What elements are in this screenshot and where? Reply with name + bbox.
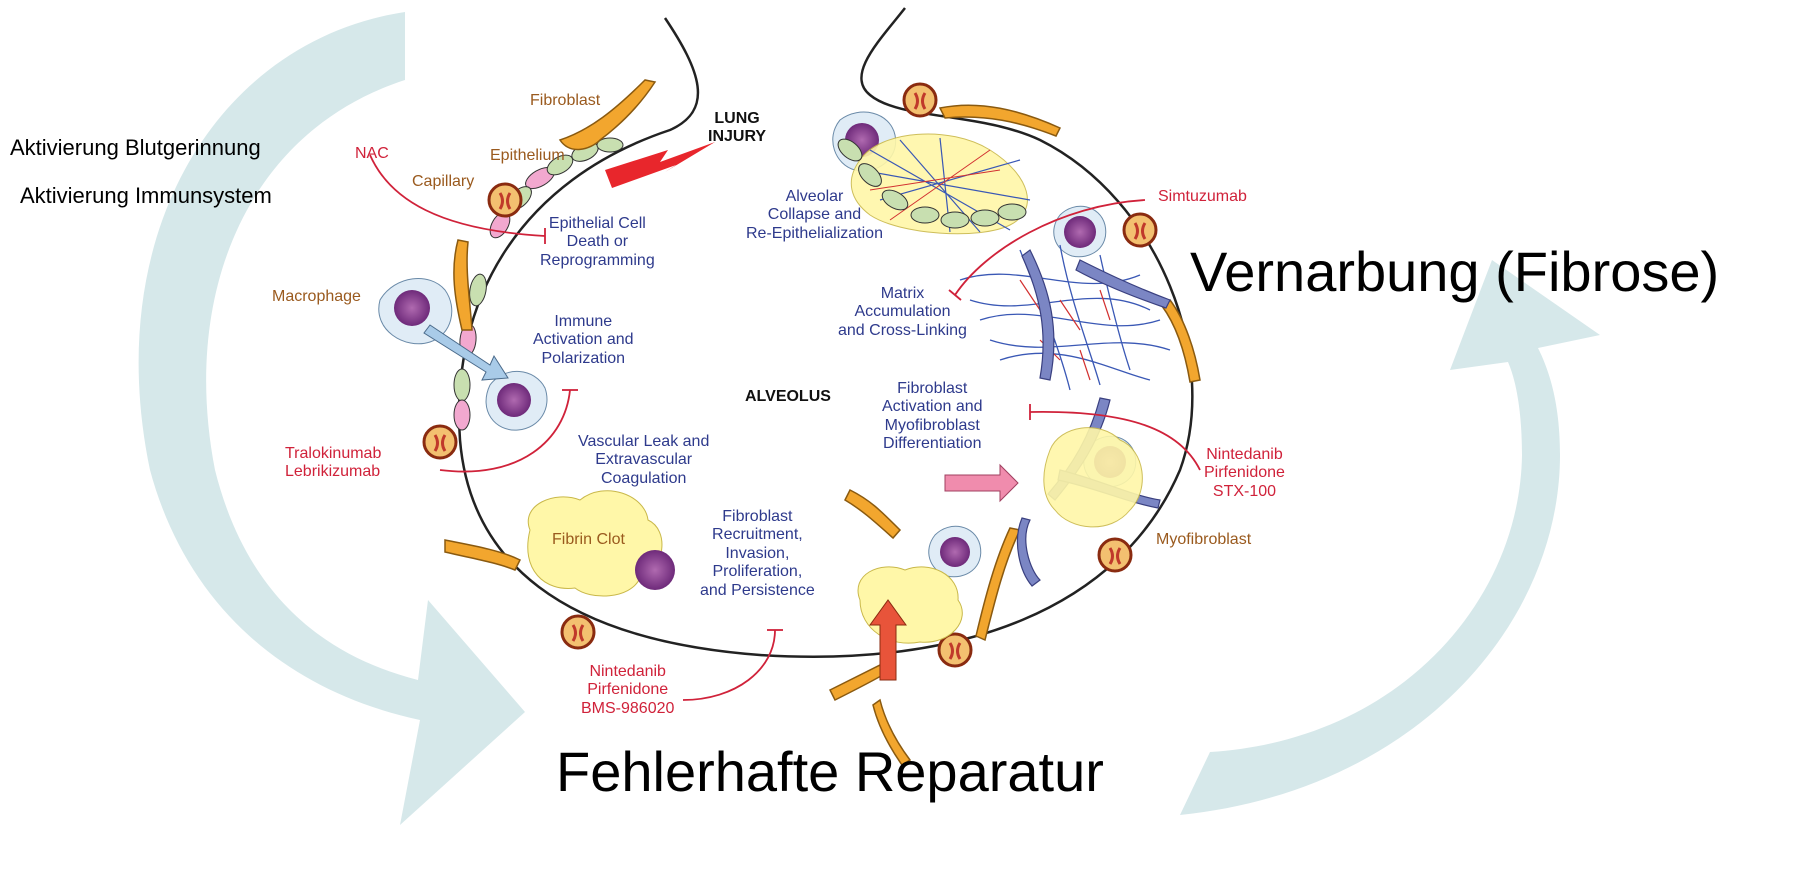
fibrin-clot [858, 567, 962, 643]
alveolus-label: ALVEOLUS [745, 388, 831, 406]
process-epithelial-cell-death: Epithelial Cell Death or Reprogramming [540, 215, 655, 270]
red-blood-cell [424, 426, 456, 458]
drug-tralokinumab-lebrikizumab: Tralokinumab Lebrikizumab [285, 445, 381, 482]
fibroblast-label: Fibroblast [530, 92, 600, 110]
red-blood-cell [904, 84, 936, 116]
process-matrix-accumulation: Matrix Accumulation and Cross-Linking [838, 285, 967, 340]
red-blood-cell [939, 634, 971, 666]
lung-injury-label: LUNG INJURY [708, 110, 766, 147]
process-immune-activation: Immune Activation and Polarization [533, 313, 634, 368]
red-blood-cell [562, 616, 594, 648]
drug-right-group: Nintedanib Pirfenidone STX-100 [1204, 446, 1285, 501]
macrophage-cell [486, 371, 547, 430]
cycle-label-blood-coagulation: Aktivierung Blutgerinnung [10, 135, 261, 160]
red-blood-cell [1099, 539, 1131, 571]
process-fibroblast-activation: Fibroblast Activation and Myofibroblast … [882, 380, 983, 454]
process-vascular-leak: Vascular Leak and Extravascular Coagulat… [578, 433, 709, 488]
matrix-fibers [960, 245, 1170, 390]
cycle-label-faulty-repair: Fehlerhafte Reparatur [556, 740, 1104, 804]
process-alveolar-collapse: Alveolar Collapse and Re-Epithelializati… [746, 188, 883, 243]
myofibroblast-label: Myofibroblast [1156, 531, 1251, 549]
drug-nac: NAC [355, 145, 389, 163]
red-blood-cell [1124, 214, 1156, 246]
activation-arrow [945, 465, 1018, 501]
myofibroblast-cell [1017, 250, 1170, 586]
red-blood-cell [489, 184, 521, 216]
drug-simtuzumab: Simtuzumab [1158, 188, 1247, 206]
fibroblast-cell [445, 80, 1200, 765]
capillary-label: Capillary [412, 173, 474, 191]
drug-bottom-group: Nintedanib Pirfenidone BMS-986020 [581, 663, 674, 718]
macrophage-cell [1054, 206, 1106, 256]
cycle-label-immune-activation: Aktivierung Immunsystem [20, 183, 272, 208]
epithelium-label: Epithelium [490, 147, 565, 165]
process-fibroblast-recruitment: Fibroblast Recruitment, Invasion, Prolif… [700, 508, 815, 600]
macrophage-label: Macrophage [272, 288, 361, 306]
fibrin-clot-label: Fibrin Clot [552, 531, 625, 549]
cycle-label-fibrosis: Vernarbung (Fibrose) [1190, 240, 1719, 304]
cross-links [1020, 280, 1110, 380]
